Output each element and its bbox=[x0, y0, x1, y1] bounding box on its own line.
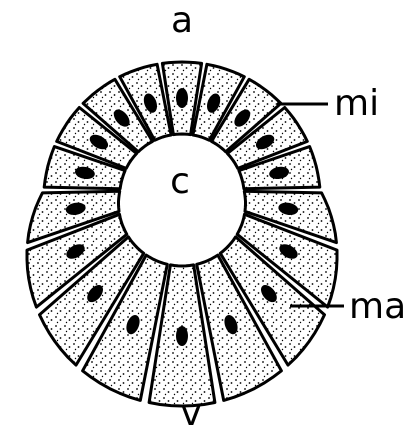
label-c: c bbox=[170, 161, 190, 202]
cell-ring bbox=[27, 62, 337, 406]
cell-nucleus bbox=[176, 326, 188, 346]
label-a: a bbox=[171, 0, 193, 41]
label-mi: mi bbox=[334, 83, 379, 124]
label-ma: ma bbox=[349, 286, 406, 327]
cell-nucleus bbox=[176, 88, 188, 108]
label-v: v bbox=[180, 393, 201, 434]
